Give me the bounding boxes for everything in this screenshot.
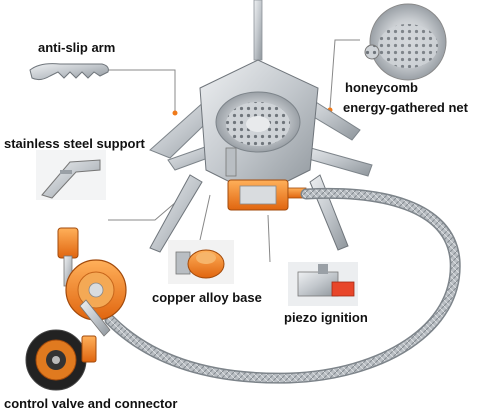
label-stainless-support: stainless steel support: [4, 136, 145, 151]
label-energy-net: energy-gathered net: [343, 100, 468, 115]
honeycomb-detail: [364, 3, 447, 81]
top-rod: [253, 0, 263, 61]
label-control-valve: control valve and connector: [4, 396, 178, 411]
label-anti-slip-arm: anti-slip arm: [38, 40, 116, 55]
connector-detail: [25, 329, 97, 391]
copper-base-detail: [168, 240, 234, 284]
stainless-support-detail: [36, 150, 106, 200]
anti-slip-arm-detail: [29, 63, 109, 81]
hose: [106, 189, 460, 383]
piezo-detail: [288, 262, 358, 306]
label-honeycomb: honeycomb: [345, 80, 418, 95]
label-piezo: piezo ignition: [284, 310, 368, 325]
label-copper-base: copper alloy base: [152, 290, 262, 305]
control-valve: [57, 227, 127, 337]
callout-lines: [105, 39, 360, 263]
stove-body: [149, 59, 373, 253]
callout-dot: [172, 110, 178, 116]
